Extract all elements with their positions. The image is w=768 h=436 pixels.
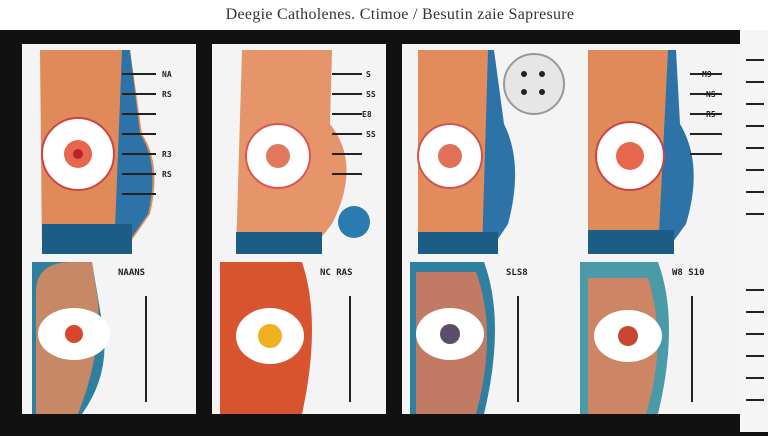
frame-corner [0, 0, 30, 30]
scale-label: NA [162, 70, 172, 79]
panel-bottom-1: NAANS [22, 262, 196, 414]
joint-illustration-4 [588, 50, 722, 254]
scale-ticks [746, 59, 764, 401]
panel-top-4: M9 NS R5 [572, 44, 746, 264]
panel-top-1: NA RS R3 RS [22, 44, 196, 264]
section-label: W8 S10 [672, 268, 705, 278]
section-label: NAANS [118, 268, 146, 278]
scale-label: SS [366, 130, 376, 139]
section-label: SLS8 [506, 268, 528, 278]
section-label: NC RAS [320, 268, 353, 278]
joint-illustration-1 [40, 50, 156, 254]
scale-label: RS [162, 170, 172, 179]
right-scale-rail [740, 30, 768, 432]
panel-top-3 [402, 44, 576, 264]
scale-label: M9 [702, 70, 712, 79]
title-bar: Deegie Catholenes. Ctimoe / Besutin zaie… [30, 0, 768, 30]
panel-top-2: S SS E8 SS [212, 44, 386, 264]
scale-label: R3 [162, 150, 172, 159]
panel-bottom-3: SLS8 [402, 262, 576, 414]
knee-cross-section-4 [580, 262, 693, 414]
joint-illustration-3 [417, 50, 565, 254]
panel-bottom-2: NC RAS [212, 262, 386, 414]
knee-cross-section-2 [220, 262, 351, 414]
scale-label: NS [706, 90, 716, 99]
scale-label: SS [366, 90, 376, 99]
scale-label: R5 [706, 110, 716, 119]
scale-label: S [366, 70, 371, 79]
page-title: Deegie Catholenes. Ctimoe / Besutin zaie… [225, 6, 575, 23]
illustration-grid: NA RS R3 RS S SS E8 SS [0, 30, 768, 432]
joint-illustration-2 [236, 50, 370, 254]
knee-cross-section-1 [32, 262, 147, 414]
knee-cross-section-3 [410, 262, 519, 414]
scale-label: RS [162, 90, 172, 99]
panel-bottom-4: W8 S10 [572, 262, 746, 414]
scale-label: E8 [362, 110, 372, 119]
